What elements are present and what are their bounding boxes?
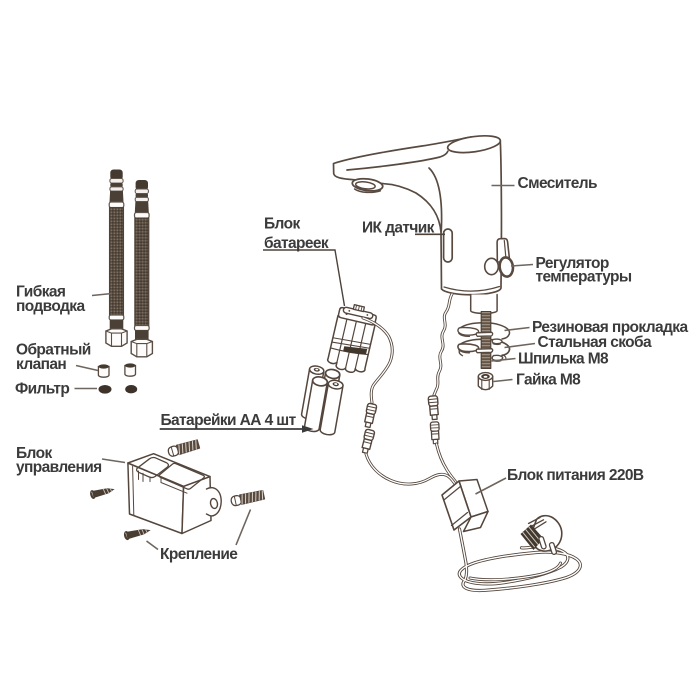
svg-text:Блок: Блок <box>264 216 300 233</box>
svg-text:Обратный: Обратный <box>16 342 91 359</box>
svg-text:Фильтр: Фильтр <box>15 381 69 398</box>
svg-text:подводка: подводка <box>16 298 85 315</box>
svg-text:клапан: клапан <box>16 356 66 373</box>
svg-text:Смеситель: Смеситель <box>518 175 597 192</box>
svg-text:Крепление: Крепление <box>160 546 238 563</box>
svg-text:Стальная скоба: Стальная скоба <box>538 334 653 351</box>
svg-text:Регулятор: Регулятор <box>536 255 609 272</box>
svg-text:Шпилька М8: Шпилька М8 <box>518 351 609 368</box>
svg-text:температуры: температуры <box>536 269 632 286</box>
svg-text:Резиновая прокладка: Резиновая прокладка <box>532 319 688 336</box>
svg-text:Батарейки АА 4 шт: Батарейки АА 4 шт <box>161 412 297 429</box>
svg-text:управления: управления <box>16 459 102 476</box>
svg-text:Блок питания 220В: Блок питания 220В <box>507 467 644 484</box>
svg-text:Блок: Блок <box>16 445 52 462</box>
svg-text:Гибкая: Гибкая <box>16 284 65 301</box>
svg-text:батареек: батареек <box>264 235 329 252</box>
svg-text:ИК датчик: ИК датчик <box>362 220 435 237</box>
svg-text:Гайка М8: Гайка М8 <box>516 372 581 389</box>
